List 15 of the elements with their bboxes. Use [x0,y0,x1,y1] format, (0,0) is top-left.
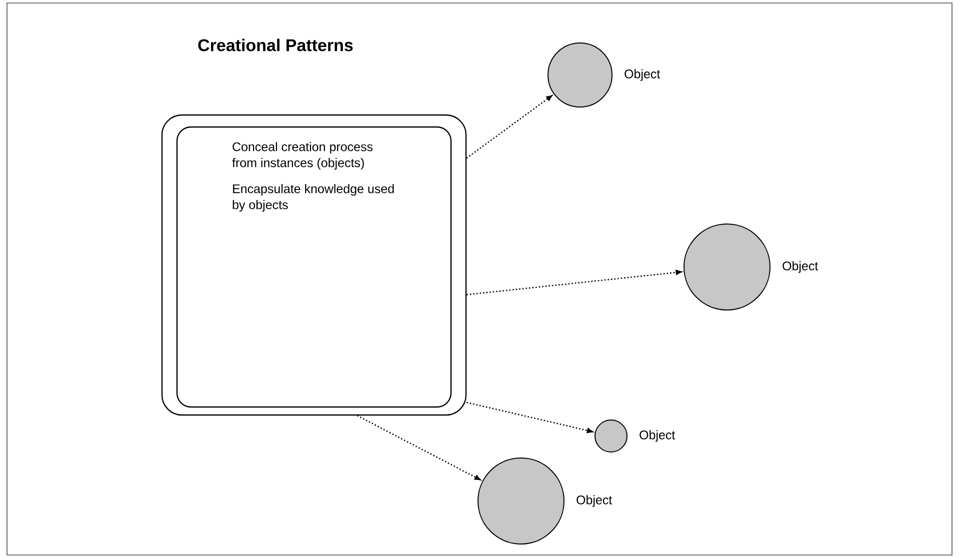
object-circle [478,458,564,544]
rounded-box [161,114,467,416]
object-circle [684,224,770,310]
object-label: Object [782,261,818,273]
arrow [466,95,552,159]
arrow [466,270,682,296]
object-circle [548,42,612,108]
arrow [466,402,593,434]
object-label: Object [576,495,612,507]
title: Creational Patterns [198,38,353,52]
arrow [356,415,481,480]
text-box: Conceal creation process from instances (objects) Encapsulate knowledge used by objects [176,126,452,408]
object-circle [594,420,628,452]
object-label: Object [640,430,676,442]
object-label: Object [624,69,660,81]
